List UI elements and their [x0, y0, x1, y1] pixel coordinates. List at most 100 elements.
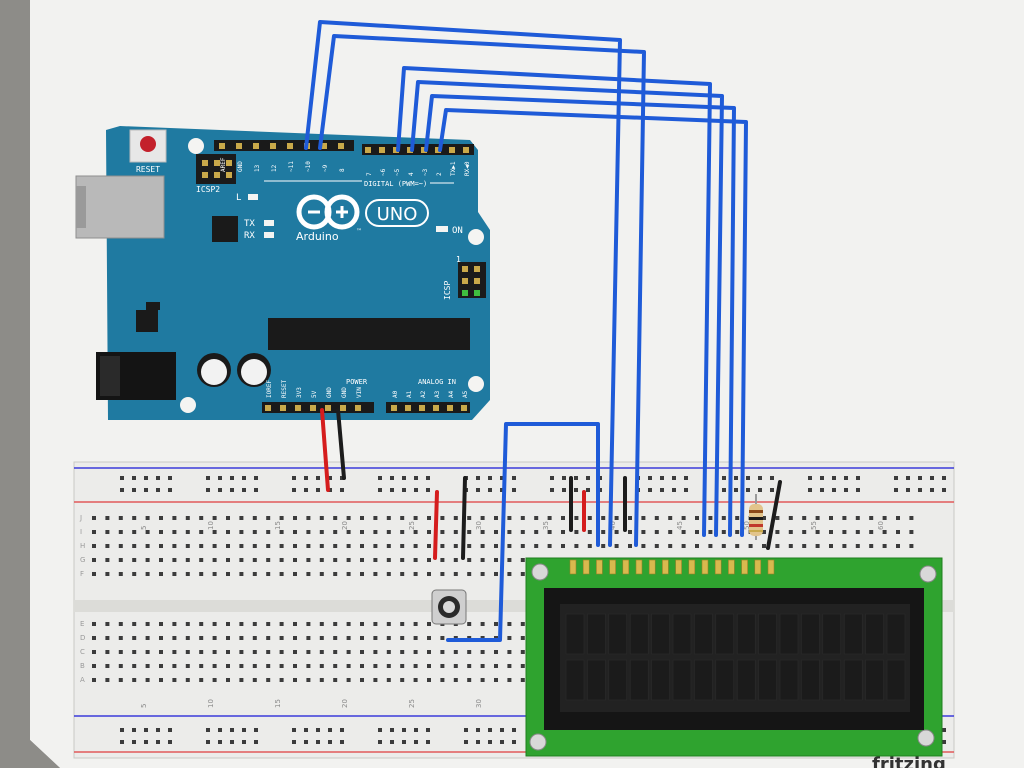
breadboard-hole — [386, 678, 391, 682]
lcd-cell — [779, 659, 799, 701]
lcd-cell — [565, 613, 585, 655]
breadboard-hole — [586, 476, 590, 480]
breadboard-hole — [316, 728, 320, 732]
digital-label: DIGITAL (PWM=~) — [364, 180, 427, 188]
breadboard-hole — [306, 650, 311, 654]
breadboard-hole — [254, 740, 258, 744]
header-pin — [280, 405, 286, 411]
reset-button-cap[interactable] — [140, 136, 156, 152]
breadboard-hole — [168, 488, 172, 492]
breadboard-hole — [453, 664, 458, 668]
breadboard-hole — [266, 530, 271, 534]
lcd-cell — [672, 659, 692, 701]
breadboard-hole — [230, 476, 234, 480]
lcd-cell — [758, 659, 777, 701]
breadboard-hole — [882, 544, 887, 548]
potentiometer — [431, 589, 467, 625]
breadboard-hole — [550, 476, 554, 480]
breadboard-hole — [105, 572, 110, 576]
breadboard-hole — [360, 544, 364, 548]
breadboard-hole — [400, 664, 405, 668]
breadboard-hole — [185, 678, 190, 682]
breadboard-hole — [500, 476, 504, 480]
lcd-cell — [651, 613, 670, 655]
breadboard-hole — [550, 488, 554, 492]
breadboard-hole — [494, 516, 498, 520]
breadboard-hole — [156, 488, 160, 492]
pin-label: ~5 — [394, 168, 401, 176]
lcd-cell — [565, 659, 585, 701]
breadboard-hole — [480, 544, 485, 548]
breadboard-hole — [239, 622, 244, 626]
wire-black-pot — [461, 476, 467, 560]
breadboard-hole — [842, 516, 847, 520]
breadboard-hole — [480, 678, 485, 682]
lcd-pin — [714, 559, 722, 575]
header-pin — [463, 147, 469, 153]
breadboard-hole — [427, 516, 431, 520]
breadboard-hole — [292, 728, 296, 732]
breadboard-hole — [168, 740, 172, 744]
breadboard-hole — [400, 678, 405, 682]
header-pin — [253, 143, 259, 149]
lcd-cell — [715, 659, 735, 701]
breadboard-hole — [829, 544, 833, 548]
usb-connector-edge — [76, 186, 86, 228]
breadboard-hole — [92, 572, 96, 576]
breadboard-hole — [520, 664, 525, 668]
breadboard-hole — [346, 572, 351, 576]
digital-header-right — [362, 144, 474, 155]
wire-blue-pin5 — [396, 66, 712, 537]
mount-hole — [188, 138, 204, 154]
header-pin — [287, 143, 293, 149]
pin-label: RX◀0 — [464, 161, 471, 176]
mount-hole — [180, 397, 196, 413]
breadboard-hole — [453, 544, 458, 548]
breadboard-hole — [239, 558, 244, 562]
breadboard-hole — [906, 476, 910, 480]
breadboard-hole — [333, 622, 338, 626]
breadboard-hole — [159, 544, 163, 548]
breadboard-hole — [346, 558, 351, 562]
row-letter: H — [80, 542, 85, 550]
breadboard-hole — [628, 530, 632, 534]
breadboard-hole — [695, 516, 699, 520]
breadboard-hole — [159, 622, 163, 626]
analog-header — [386, 402, 470, 413]
breadboard-hole — [159, 636, 163, 640]
breadboard-hole — [400, 572, 405, 576]
pin-label: A1 — [406, 390, 413, 398]
breadboard-hole — [252, 636, 257, 640]
breadboard-hole — [386, 544, 391, 548]
breadboard-hole — [266, 636, 271, 640]
breadboard-hole — [426, 476, 430, 480]
breadboard-hole — [306, 558, 311, 562]
breadboard-hole — [467, 650, 472, 654]
breadboard-hole — [293, 544, 297, 548]
breadboard-hole — [480, 650, 485, 654]
lcd-cell — [843, 613, 863, 655]
breadboard-hole — [520, 530, 525, 534]
breadboard-hole — [346, 678, 351, 682]
breadboard-hole — [386, 636, 391, 640]
breadboard-hole — [316, 740, 320, 744]
breadboard-hole — [279, 516, 284, 520]
breadboard-hole — [252, 516, 257, 520]
breadboard-hole — [601, 516, 606, 520]
lcd-cell — [608, 613, 628, 655]
breadboard-hole — [118, 572, 123, 576]
breadboard-hole — [346, 650, 351, 654]
lcd-cell — [801, 659, 820, 701]
pin-label: 12 — [271, 164, 278, 172]
breadboard-hole — [212, 530, 217, 534]
breadboard-hole — [413, 664, 418, 668]
power-jack-inner — [100, 356, 120, 396]
breadboard-hole — [199, 544, 204, 548]
breadboard-hole — [507, 516, 512, 520]
breadboard-hole — [734, 476, 738, 480]
breadboard-hole — [105, 678, 110, 682]
breadboard-hole — [467, 516, 472, 520]
breadboard-hole — [775, 530, 780, 534]
header-pin — [321, 143, 327, 149]
